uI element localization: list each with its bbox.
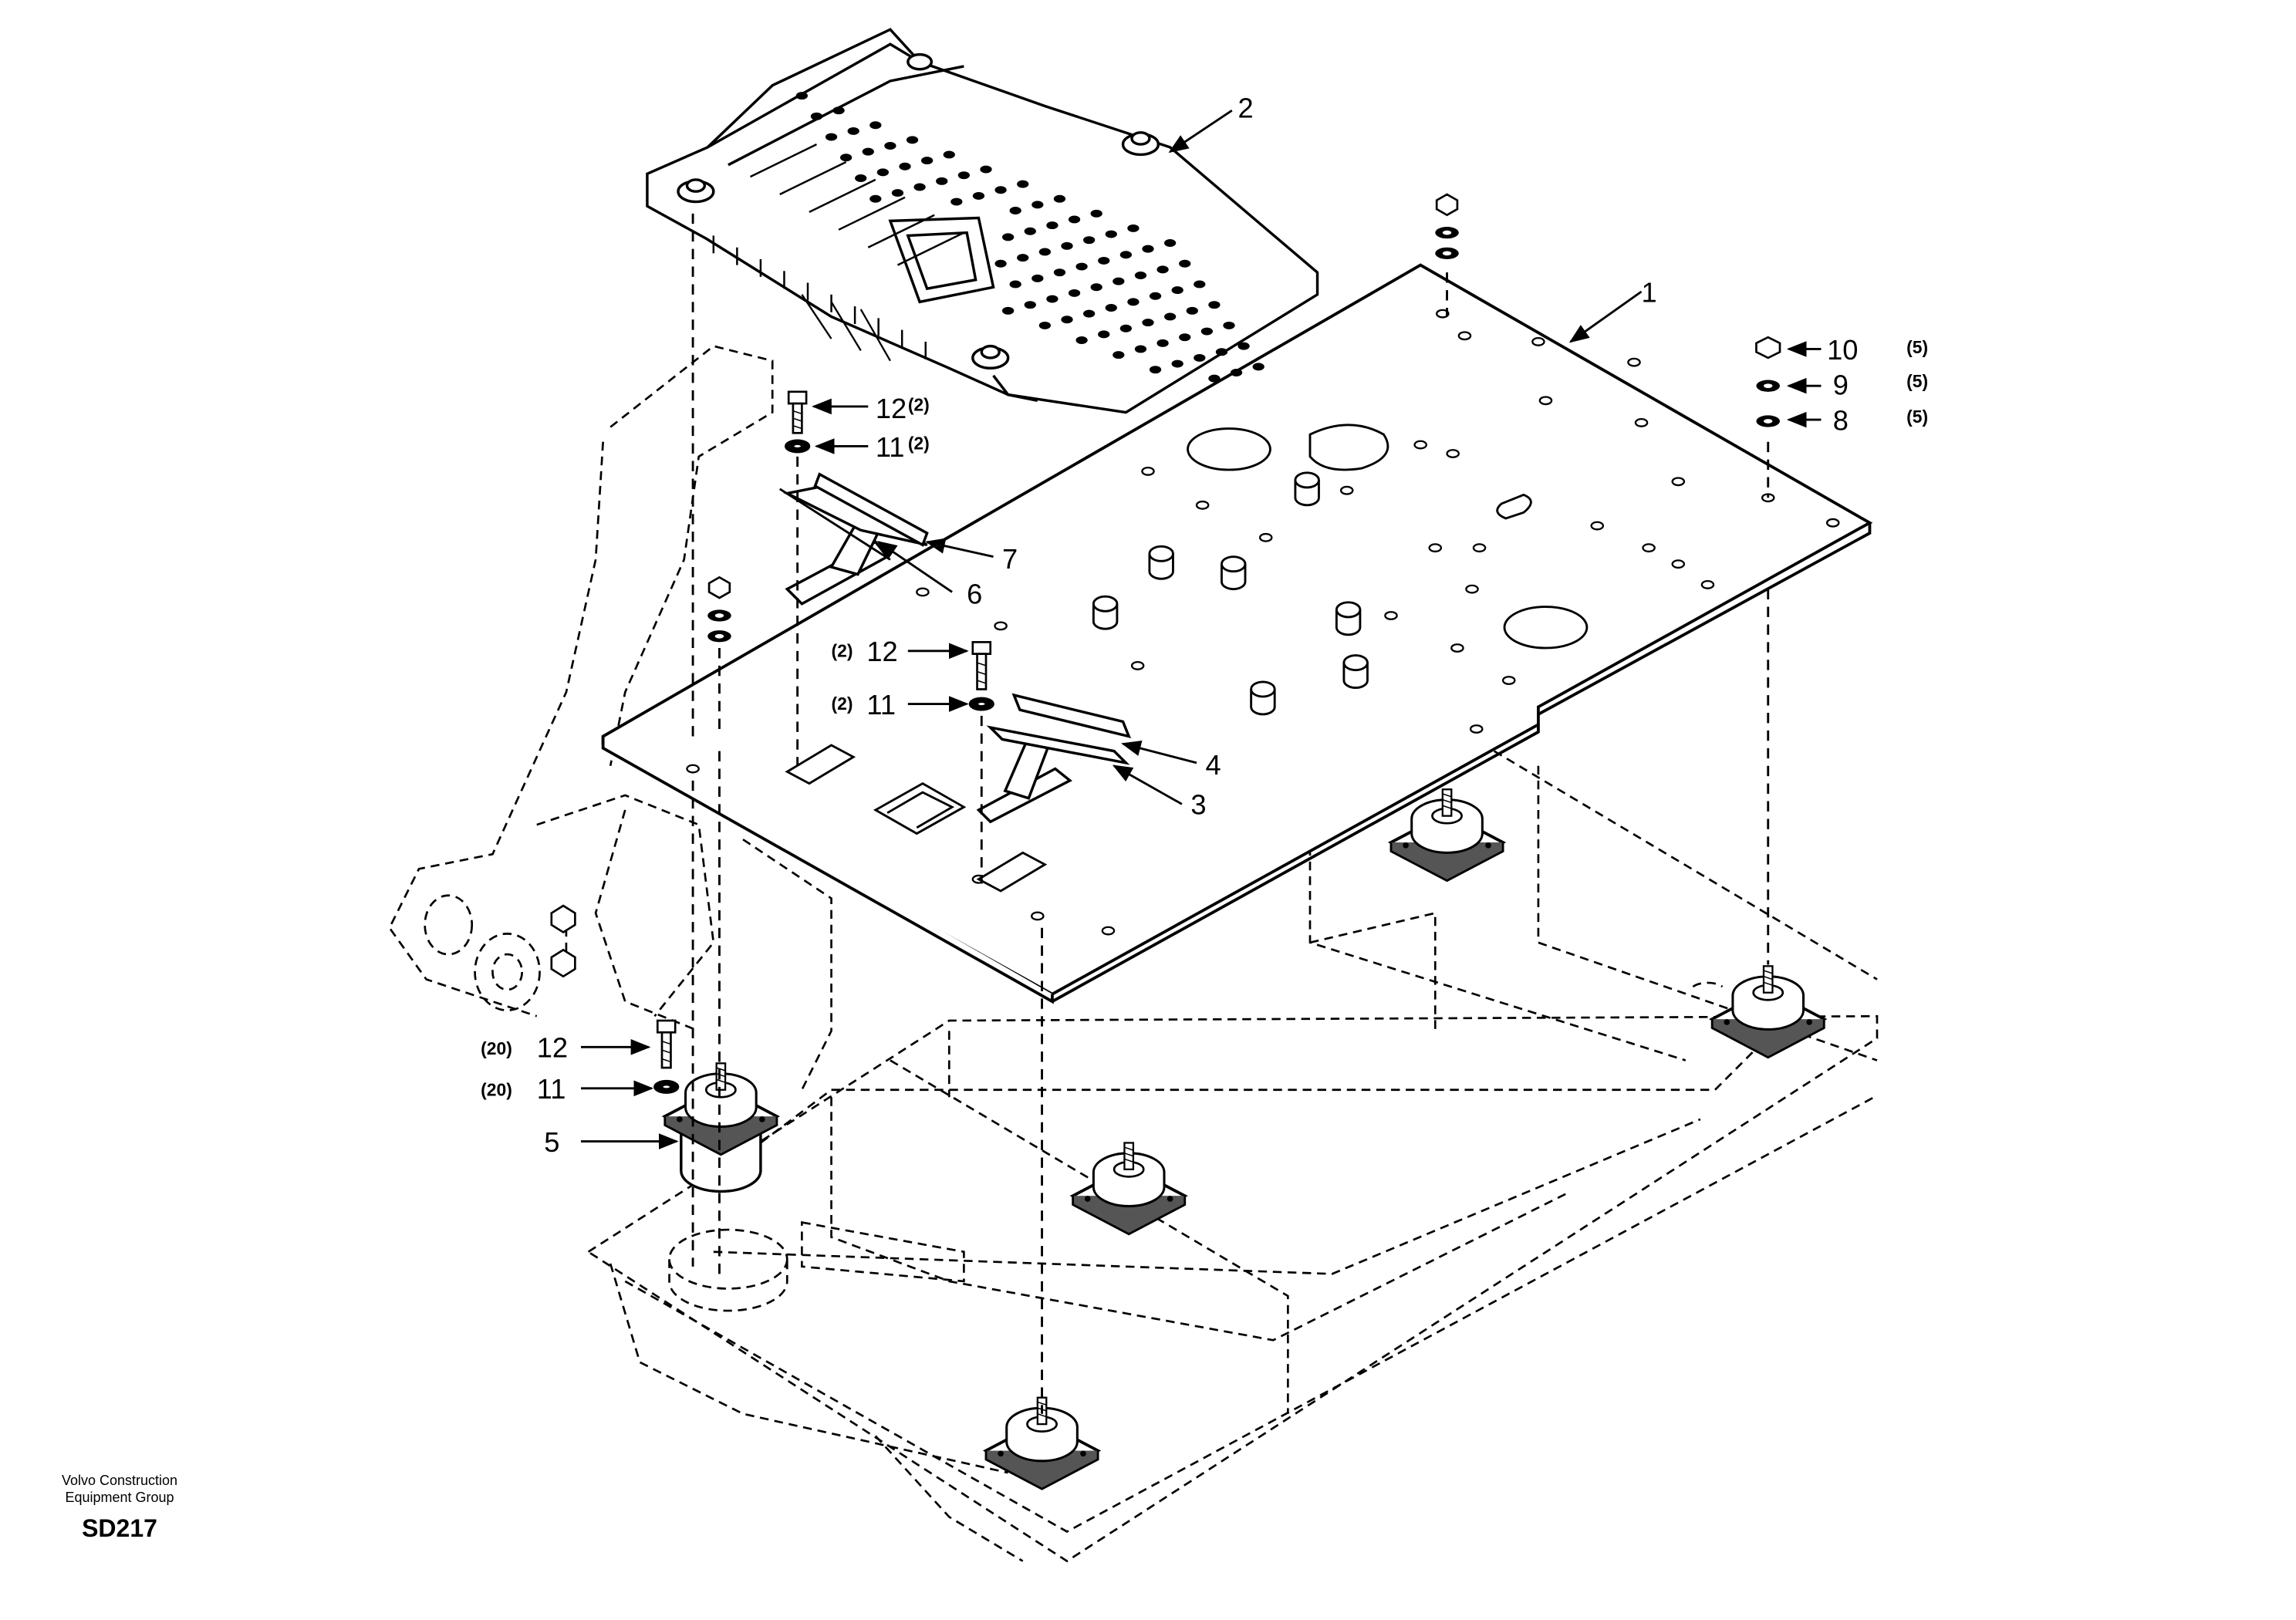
callout-3: 3 <box>1190 789 1206 821</box>
callout-1: 1 <box>1642 276 1657 308</box>
callout-12-middle-qty: (2) <box>832 640 853 660</box>
nut-washer-stack-left <box>706 576 733 643</box>
nut-washer-stack-rear <box>1433 193 1460 261</box>
floor-plate <box>601 263 1873 1004</box>
callout-11-lower-qty: (20) <box>481 1079 512 1099</box>
seat-structure-outline <box>388 345 832 1091</box>
callout-10-qty: (5) <box>1906 337 1928 357</box>
lower-frame <box>586 750 1879 1563</box>
pedal-upper <box>778 472 929 606</box>
bolt-washer-middle <box>968 641 994 711</box>
pedal-lower <box>976 693 1132 824</box>
rubber-mount-middle <box>1071 1141 1187 1236</box>
assembly-lines <box>691 213 1770 1414</box>
callout-2: 2 <box>1237 93 1253 124</box>
callout-11-upper: 11 <box>876 431 905 463</box>
nut-washer-key <box>1755 336 1781 427</box>
callout-11-middle-qty: (2) <box>832 694 853 714</box>
callout-11-upper-qty: (2) <box>908 433 930 453</box>
callout-11-middle: 11 <box>866 689 896 721</box>
mat-ribs <box>712 143 964 359</box>
company-name-line1: Volvo Construction <box>61 1473 178 1488</box>
hex-fittings <box>550 904 576 978</box>
company-name-line2: Equipment Group <box>65 1490 174 1505</box>
callout-8-qty: (5) <box>1906 407 1928 427</box>
callout-12-upper-qty: (2) <box>908 395 930 415</box>
callout-leaders <box>581 109 1822 1149</box>
callout-7: 7 <box>1002 543 1018 575</box>
rubber-mount-left-item5 <box>663 1061 778 1193</box>
bolt-washer-upper <box>785 390 811 454</box>
callout-9-qty: (5) <box>1906 371 1928 391</box>
callout-11-lower: 11 <box>537 1073 566 1105</box>
diagram-footer: Volvo Construction Equipment Group SD217 <box>31 1472 208 1546</box>
callout-5: 5 <box>544 1126 559 1158</box>
diagram-code: SD217 <box>82 1514 157 1542</box>
callout-12-middle: 12 <box>866 636 897 667</box>
callout-labels: 1 2 3 4 5 6 7 8 (5) 9 (5) 10 (5) 12 (2) … <box>481 93 1928 1158</box>
callout-12-lower: 12 <box>537 1032 568 1064</box>
callout-9: 9 <box>1833 370 1849 401</box>
bolt-washer-lower <box>653 1019 680 1094</box>
cover-mat <box>646 28 1319 414</box>
mat-dots <box>795 92 1264 383</box>
callout-8: 8 <box>1833 404 1849 436</box>
callout-12-upper: 12 <box>876 393 907 424</box>
callout-10: 10 <box>1827 334 1858 366</box>
rubber-mount-rear-right <box>1710 964 1826 1059</box>
callout-12-lower-qty: (20) <box>481 1038 512 1058</box>
callout-4: 4 <box>1205 749 1221 781</box>
callout-6: 6 <box>967 579 982 610</box>
